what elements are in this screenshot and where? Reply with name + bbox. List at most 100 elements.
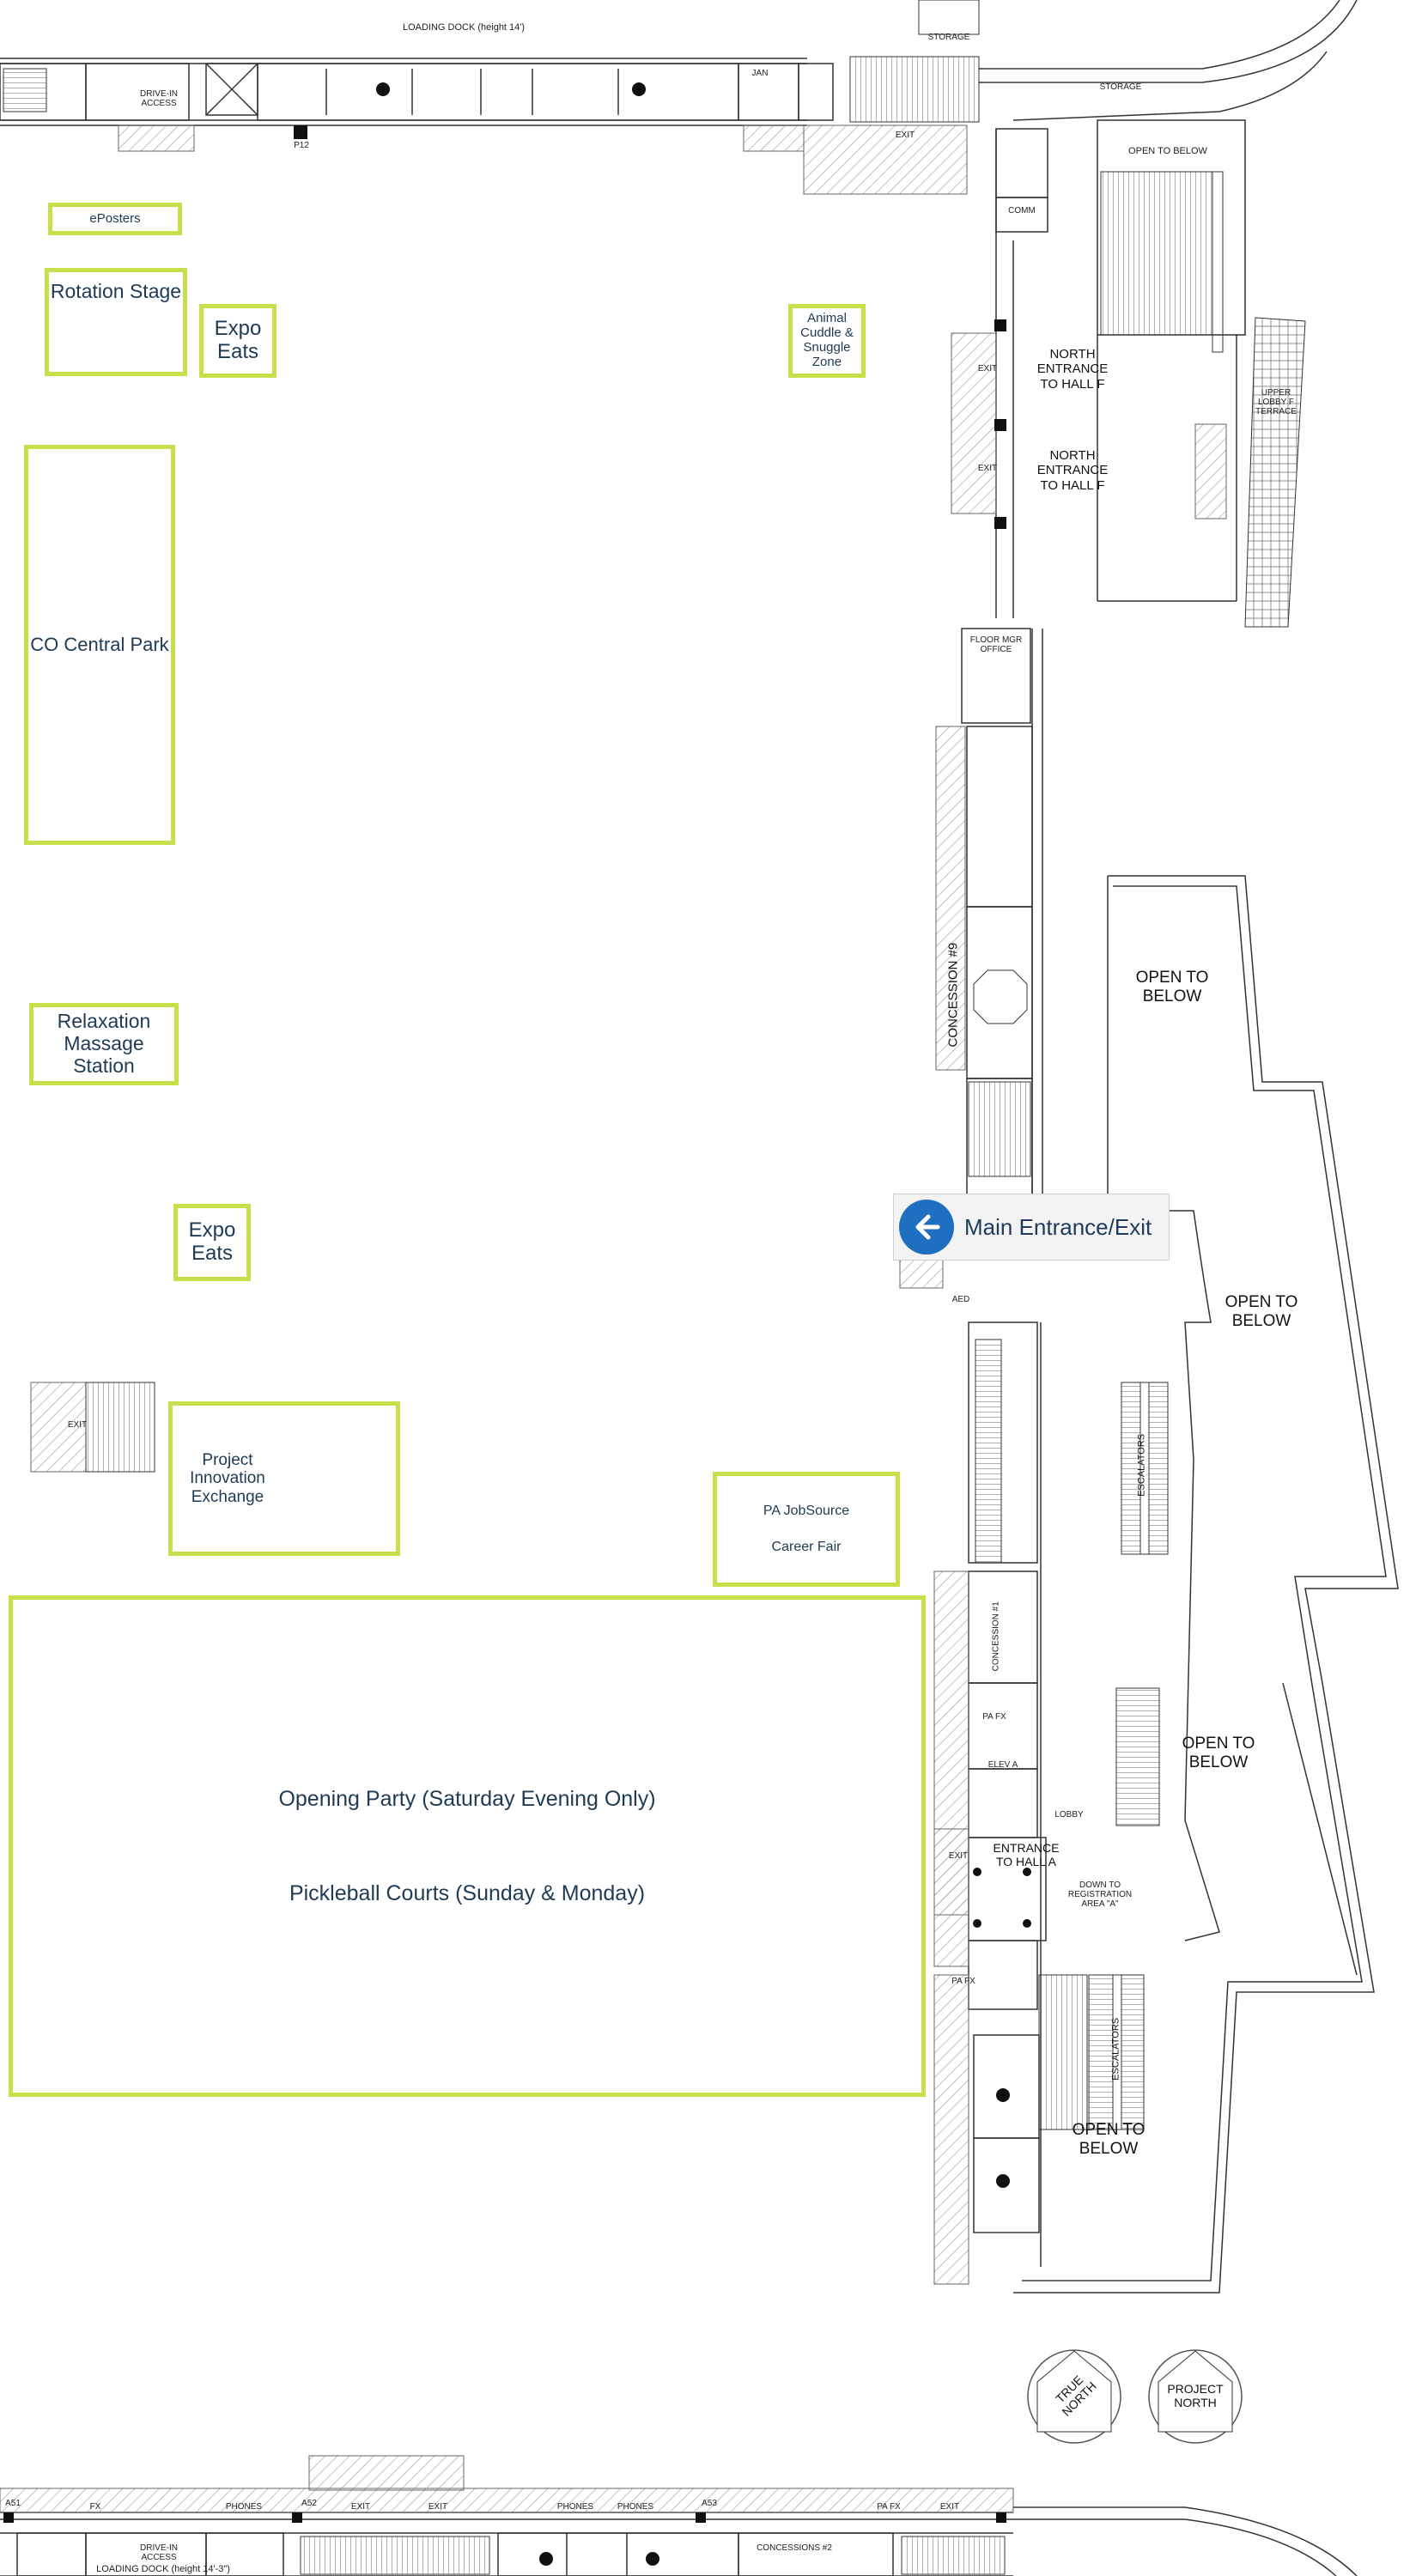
down-to-registration-line-1: DOWN TO xyxy=(1079,1880,1121,1890)
north-entrance-2-line-2: ENTRANCE xyxy=(1036,463,1109,478)
a52-label: A52 xyxy=(301,2499,317,2508)
zone-expo-eats-2[interactable]: Expo Eats xyxy=(173,1204,251,1281)
col-dot-2 xyxy=(1023,1868,1031,1876)
bottom-col-1 xyxy=(3,2512,14,2523)
concession-1-label: CONCESSION #1 xyxy=(991,1601,1001,1672)
upper-lobby-label: UPPER LOBBY F TERRACE xyxy=(1250,388,1302,416)
restroom-icon-1 xyxy=(376,82,390,96)
zone-animal-cuddle-line-2: Cuddle & xyxy=(800,325,854,341)
drive-in-top-line-1: DRIVE-IN xyxy=(140,89,178,99)
floor-mgr-line-2: OFFICE xyxy=(980,645,1012,654)
drive-in-bottom-label: DRIVE-IN ACCESS xyxy=(129,2543,189,2562)
storage-label-1: STORAGE xyxy=(927,33,970,42)
main-entrance-exit-sign[interactable]: Main Entrance/Exit xyxy=(893,1194,1170,1261)
exit-label-hall-a: EXIT xyxy=(948,1851,969,1861)
kiosk-octagon xyxy=(973,969,1028,1024)
col-3 xyxy=(994,517,1006,529)
zone-relaxation-line-1: Relaxation xyxy=(57,1010,151,1033)
concessions-2-label: CONCESSIONS #2 xyxy=(757,2543,832,2553)
escalators-label-2: ESCALATORS xyxy=(1110,2017,1121,2081)
lobby-label: LOBBY xyxy=(1054,1810,1084,1820)
zone-animal-cuddle-line-4: Zone xyxy=(811,354,842,369)
top-right-curve xyxy=(979,0,1358,121)
stair-mid xyxy=(968,1081,1031,1177)
north-entrance-1-line-3: TO HALL F xyxy=(1040,376,1105,392)
main-exit-label: Main Entrance/Exit xyxy=(964,1213,1152,1240)
phones-label-3: PHONES xyxy=(617,2502,654,2512)
bottom-col-4 xyxy=(996,2512,1006,2523)
bottom-col-2 xyxy=(292,2512,302,2523)
down-to-registration-line-3: AREA "A" xyxy=(1081,1899,1119,1909)
entrance-hall-a-label: ENTRANCE TO HALL A xyxy=(988,1841,1065,1868)
loading-dock-bottom-label: LOADING DOCK (height 14'-3") xyxy=(96,2564,230,2574)
stair-top xyxy=(849,56,980,123)
zone-project-innovation-line-1: Project xyxy=(202,1451,253,1470)
col-dot-3 xyxy=(973,1919,981,1928)
exit-label-left: EXIT xyxy=(67,1420,88,1430)
down-to-registration-label: DOWN TO REGISTRATION AREA "A" xyxy=(1061,1880,1139,1909)
drive-in-top-label: DRIVE-IN ACCESS xyxy=(129,89,189,108)
pa-fx-label-3: PA FX xyxy=(877,2502,901,2512)
hatch-lower-2 xyxy=(933,1974,969,2285)
exit-label-north-1: EXIT xyxy=(977,364,998,374)
hatch-bottom-strip xyxy=(0,2488,1014,2513)
open-below-label-1: OPEN TO BELOW xyxy=(1125,969,1219,1006)
hatch-top-1 xyxy=(118,125,195,152)
stair-bottom-2 xyxy=(901,2536,1006,2575)
restroom-icon-6 xyxy=(646,2552,659,2566)
north-entrance-2-line-1: NORTH xyxy=(1049,448,1096,463)
aed-label: AED xyxy=(951,1295,970,1304)
zone-project-innovation-line-2: Innovation xyxy=(190,1469,265,1488)
open-below-1-line-1: OPEN TO xyxy=(1135,969,1209,987)
hatch-entrance-a xyxy=(933,1828,969,1967)
drive-in-bottom-line-1: DRIVE-IN xyxy=(140,2543,178,2553)
arrow-left-icon xyxy=(899,1200,954,1255)
escalator-1-center xyxy=(1139,1382,1150,1555)
comm-label: COMM xyxy=(1008,206,1036,216)
hatch-small-right xyxy=(1194,423,1227,519)
zone-pa-jobsource[interactable]: PA JobSource Career Fair xyxy=(713,1472,900,1587)
loading-dock-top-label: LOADING DOCK (height 14') xyxy=(402,22,526,33)
zone-relaxation-line-3: Station xyxy=(73,1054,135,1077)
exit-label-top: EXIT xyxy=(895,131,915,140)
top-service-corridor xyxy=(0,58,834,126)
stair-bottom-1 xyxy=(300,2536,490,2575)
zone-co-central-park-label: CO Central Park xyxy=(30,633,169,655)
zone-animal-cuddle-line-1: Animal xyxy=(807,311,847,326)
north-entrance-2-line-3: TO HALL F xyxy=(1040,477,1105,493)
zone-rotation-stage[interactable]: Rotation Stage xyxy=(45,268,187,376)
col-dot-4 xyxy=(1023,1919,1031,1928)
zone-animal-cuddle[interactable]: Animal Cuddle & Snuggle Zone xyxy=(788,304,866,378)
open-below-3-line-2: BELOW xyxy=(1188,1753,1249,1771)
zone-pa-jobsource-label: PA JobSource xyxy=(763,1504,850,1519)
col-dot-1 xyxy=(973,1868,981,1876)
exit-label-north-2: EXIT xyxy=(977,464,998,473)
a51-label: A51 xyxy=(5,2499,21,2508)
col-2 xyxy=(994,419,1006,431)
north-entrance-1-line-1: NORTH xyxy=(1049,347,1096,361)
upper-lobby-line-3: TERRACE xyxy=(1255,407,1297,416)
zone-relaxation-massage[interactable]: Relaxation Massage Station xyxy=(29,1003,179,1085)
zone-expo-eats-1[interactable]: Expo Eats xyxy=(199,304,276,378)
zone-opening-party-label: Opening Party (Saturday Evening Only) xyxy=(278,1787,656,1811)
open-below-2-line-1: OPEN TO xyxy=(1224,1293,1298,1311)
zone-eposters[interactable]: ePosters xyxy=(48,203,182,235)
stair-upper-right xyxy=(1100,171,1213,336)
hatch-north-entrance xyxy=(951,332,997,514)
dock-steps-top xyxy=(3,68,47,112)
zone-project-innovation[interactable]: Project Innovation Exchange xyxy=(168,1401,400,1556)
long-rail xyxy=(1212,171,1224,353)
elev-a-label: ELEV A xyxy=(988,1760,1018,1770)
zone-opening-party[interactable]: Opening Party (Saturday Evening Only) Pi… xyxy=(9,1595,926,2097)
pa-fx-label-1: PA FX xyxy=(982,1712,1006,1722)
down-to-registration-line-2: REGISTRATION xyxy=(1067,1890,1133,1899)
zone-animal-cuddle-line-3: Snuggle xyxy=(803,340,851,355)
exit-label-bottom-1: EXIT xyxy=(350,2502,371,2512)
zone-expo-eats-2-line-2: Eats xyxy=(191,1242,234,1265)
exit-label-bottom-3: EXIT xyxy=(939,2502,960,2512)
open-below-1-line-2: BELOW xyxy=(1142,987,1202,1005)
hatch-bottom-raise xyxy=(308,2455,465,2491)
zone-co-central-park[interactable]: CO Central Park xyxy=(24,445,175,845)
concession-9-label: CONCESSION #9 xyxy=(945,942,961,1048)
storage-box xyxy=(918,0,980,35)
